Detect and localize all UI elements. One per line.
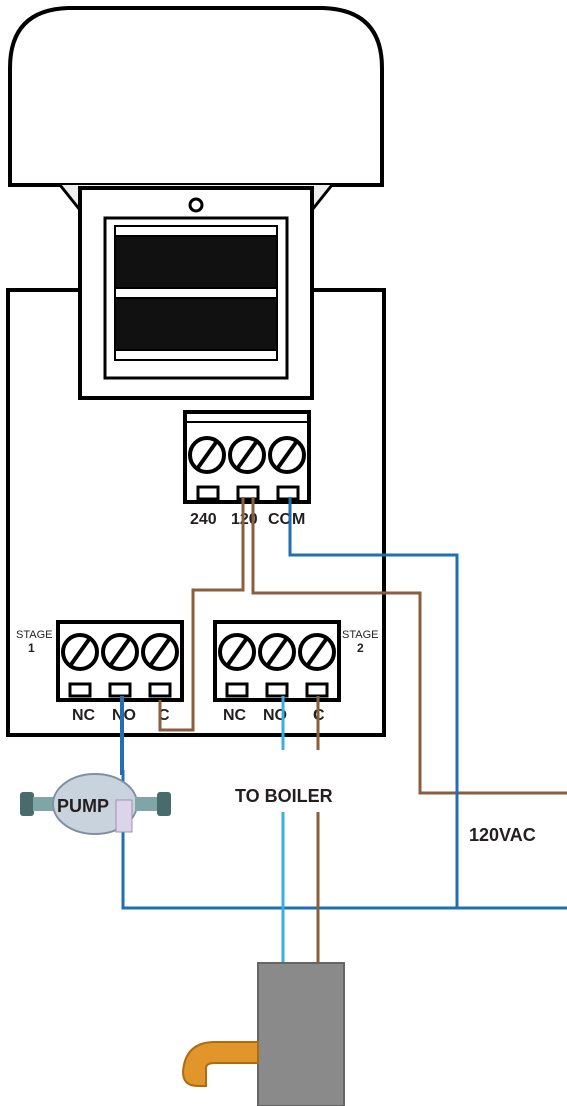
boiler-label: TO BOILER (235, 786, 333, 806)
wire-120-to-supply (251, 497, 567, 795)
stage2-label-top: STAGE (342, 629, 378, 641)
relay-mount-hole (188, 197, 204, 213)
stage2-terminal-nc: NC (223, 707, 247, 724)
boiler-box (257, 962, 345, 1106)
pump-icon (20, 773, 171, 835)
stage1-terminal-block (56, 620, 184, 702)
mounting-cap (8, 6, 384, 187)
terminal-label-240: 240 (190, 511, 217, 528)
stage1-label-num: 1 (28, 641, 35, 655)
stage1-terminal-nc: NC (72, 707, 96, 724)
relay-coil-top (114, 227, 278, 291)
stage2-terminal-no: NO (263, 707, 287, 724)
transformer-terminal-block (183, 410, 311, 504)
relay-coil-bottom-cap (114, 349, 278, 361)
stage2-label-num: 2 (357, 641, 364, 655)
pump-label: PUMP (57, 796, 109, 816)
stage2-terminal-block (213, 620, 341, 702)
wire-120-to-stage1-c (158, 497, 245, 732)
stage1-label-top: STAGE (16, 629, 52, 641)
relay-coil-divider (114, 287, 278, 299)
terminal-label-com: COM (268, 511, 305, 528)
relay-coil-top-cap (114, 225, 278, 237)
boiler-pipe (181, 1041, 259, 1087)
wire-com-neutral (288, 497, 459, 908)
supply-label: 120VAC (469, 825, 536, 845)
